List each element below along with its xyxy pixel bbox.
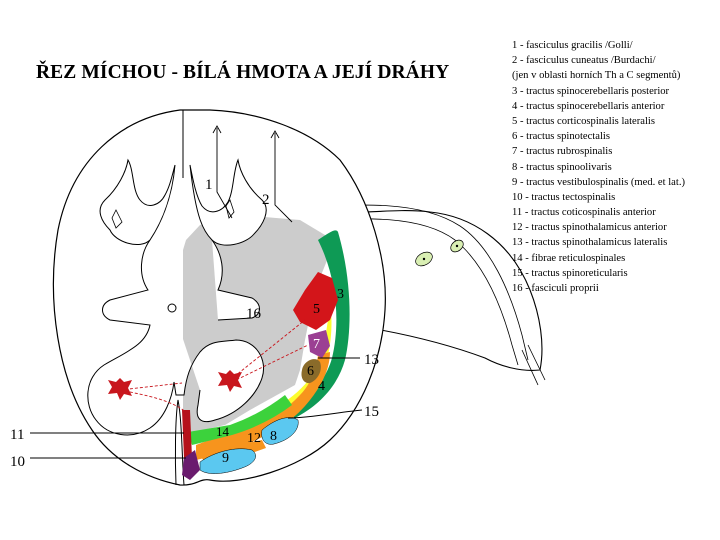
arrow-tract-2-head [270,130,280,139]
label-6: 6 [307,364,314,379]
arrow-tract-1-head [212,125,222,134]
spinal-nerve [324,210,543,371]
neuron-left [108,378,132,400]
arrow-tract-2 [274,133,293,223]
legend-item-10: 10 - tractus tectospinalis [512,191,616,203]
legend-item-6: 6 - tractus spinotectalis [512,131,610,143]
pointer-15 [287,409,363,419]
label-1: 1 [205,177,213,193]
legend-item-12: 12 - tractus spinothalamicus anterior [512,222,667,234]
tract-11 [182,410,192,458]
label-5: 5 [313,302,320,317]
legend-item-5: 5 - tractus corticospinalis lateralis [512,115,655,127]
label-13: 13 [364,352,379,368]
tract-3 [286,230,350,418]
tract-10 [182,450,200,480]
label-14: 14 [216,424,230,439]
tract-5 [293,272,338,330]
anterior-median-fissure [174,399,185,486]
nerve-end-lines [521,344,546,386]
tract-14 [188,395,292,445]
label-10: 10 [10,454,25,470]
legend-item-3: 3 - tractus spinocerebellaris posterior [512,85,670,97]
label-16: 16 [246,306,262,322]
grey-matter-body [87,239,264,436]
label-8: 8 [270,429,277,444]
legend-item-9: 9 - tractus vestibulospinalis (med. et l… [512,176,685,188]
label-11: 11 [10,427,24,443]
neuron-connections [119,319,309,413]
legend-item-4: 4 - tractus spinocerebellaris anterior [512,100,665,112]
posterior-horn-right [225,199,235,219]
tract-7 [308,330,330,358]
legend-item-1: 1 - fasciculus gracilis /Golli/ [512,40,633,51]
tract-6 [301,359,321,384]
diagram-title: ŘEZ MÍCHOU - BÍLÁ HMOTA A JEJÍ DRÁHY [36,62,450,83]
label-3: 3 [337,287,344,302]
legend-item-7: 7 - tractus rubrospinalis [512,146,613,158]
legend-item-15: 15 - tractus spinoreticularis [512,267,628,279]
label-12: 12 [247,431,261,446]
legend-item-16: 16 - fasciculi proprii [512,283,599,294]
legend-item-13: 13 - tractus spinothalamicus lateralis [512,237,668,249]
label-9: 9 [222,451,229,466]
label-4: 4 [318,379,325,394]
label-2: 2 [262,192,270,208]
ganglion-dot-1 [422,257,426,261]
tract-9 [199,448,256,474]
posterior-horn-left [111,209,123,229]
legend-item-11: 11 - tractus coticospinalis anterior [512,207,656,219]
legend-item-14: 14 - fibrae reticulospinales [512,252,626,264]
legend-item-2-note: (jen v oblasti horních Th a C segmentů) [512,70,681,82]
label-15: 15 [364,404,379,420]
ganglion-dot-2 [455,244,459,248]
label-7: 7 [313,337,320,352]
legend-item-2: 2 - fasciculus cuneatus /Burdachi/ [512,55,656,67]
legend-item-8: 8 - tractus spinoolivaris [512,161,612,173]
tract-8 [261,417,299,445]
legend: 1 - fasciculus gracilis /Golli/ 2 - fasc… [512,38,720,296]
arrow-tract-1 [216,128,233,219]
central-canal [167,303,177,313]
